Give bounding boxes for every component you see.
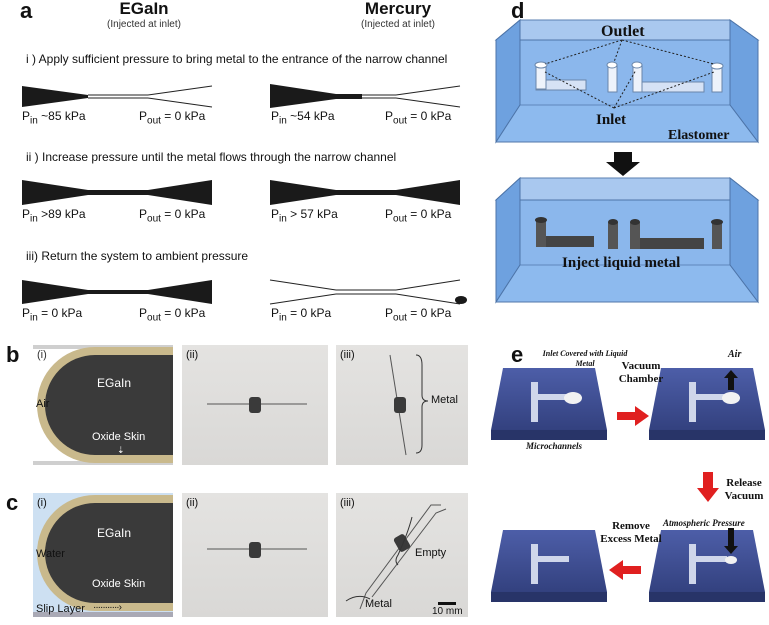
microchannels-label: Microchannels: [526, 441, 583, 451]
b-iii-label: (iii): [340, 349, 355, 361]
panel-b-letter: b: [6, 342, 20, 367]
mercury-column-title: Mercury: [364, 0, 432, 18]
panel-e-letter: e: [511, 342, 524, 367]
mercury-column-subtitle: (Injected at inlet): [361, 19, 435, 30]
air-label: Air: [36, 398, 50, 410]
scale-bar-label: 10 mm: [432, 606, 463, 617]
remove-excess-metal-label: Remove Excess Metal: [600, 520, 662, 545]
block-br: [649, 528, 765, 602]
egain-column-subtitle: (Injected at inlet): [107, 19, 181, 30]
channel-diagrams: [22, 84, 467, 305]
slip-layer-label: Slip Layer: [36, 603, 85, 615]
e-air-label: Air: [728, 349, 742, 360]
vacuum-chamber-label: Vacuum Chamber: [618, 360, 664, 385]
arrow-down-icon: [697, 472, 719, 502]
egain-step3-channel: [22, 280, 212, 304]
release-vacuum-label: Release Vacuum: [724, 477, 764, 502]
egain-step2-channel: [22, 180, 212, 205]
water-label: Water: [36, 548, 65, 560]
b-schematic: [33, 345, 173, 465]
step-2-text: ii ) Increase pressure until the metal f…: [26, 150, 397, 164]
step-3-text: iii) Return the system to ambient pressu…: [26, 249, 249, 263]
b-photo-iii: [336, 345, 468, 465]
vacuum-filling-illustration: [491, 368, 765, 602]
egain-p-in-2: Pin >89 kPa: [22, 207, 86, 225]
elastomer-block-bottom: [494, 176, 760, 304]
mercury-p-out-3: Pout = 0 kPa: [385, 306, 452, 324]
egain-p-out-3: Pout = 0 kPa: [139, 306, 206, 324]
panel-d-letter: d: [511, 0, 525, 23]
inlet-covered-label: Inlet Covered with Liquid Metal: [542, 349, 628, 368]
egain-p-out-1: Pout = 0 kPa: [139, 109, 206, 127]
panel-c-letter: c: [6, 490, 19, 515]
c-i-label: (i): [37, 497, 47, 509]
mercury-p-in-3: Pin = 0 kPa: [271, 306, 332, 324]
mercury-p-out-2: Pout = 0 kPa: [385, 207, 452, 225]
mercury-p-out-1: Pout = 0 kPa: [385, 109, 452, 127]
c-egain-label: EGaIn: [97, 526, 132, 540]
egain-column-title: EGaIn: [119, 0, 169, 18]
mercury-step1-channel: [270, 84, 461, 108]
block-tr: [649, 368, 765, 440]
block-bl: [491, 530, 607, 602]
block-tl: [491, 368, 607, 440]
egain-p-out-2: Pout = 0 kPa: [139, 207, 206, 225]
c-metal-label: Metal: [365, 598, 392, 610]
b-egain-label: EGaIn: [97, 376, 132, 390]
slip-layer-arrow: ···········›: [93, 602, 122, 613]
mercury-step2-channel: [270, 180, 460, 205]
mercury-p-in-1: Pin ~54 kPa: [271, 109, 335, 127]
step-1-text: i ) Apply sufficient pressure to bring m…: [26, 52, 448, 66]
egain-p-in-3: Pin = 0 kPa: [22, 306, 83, 324]
c-photo-iii: [336, 493, 468, 617]
arrow-right-1-icon: [617, 406, 649, 426]
panel-a-letter: a: [20, 0, 33, 23]
air-arrow-icon: [724, 370, 738, 390]
mercury-p-in-2: Pin > 57 kPa: [271, 207, 338, 225]
b-i-label: (i): [37, 349, 47, 361]
c-oxide-label: Oxide Skin: [92, 578, 146, 590]
elastomer-label: Elastomer: [668, 128, 730, 143]
b-ii-label: (ii): [186, 349, 199, 361]
inject-liquid-metal-label: Inject liquid metal: [562, 255, 681, 271]
c-ii-label: (ii): [186, 497, 199, 509]
egain-p-in-1: Pin ~85 kPa: [22, 109, 86, 127]
b-photo-ii: [182, 345, 328, 465]
c-photo-ii: [182, 493, 328, 617]
b-oxide-arrow: ⇣: [117, 445, 125, 455]
c-empty-label: Empty: [415, 547, 447, 559]
mold-illustration: [494, 18, 760, 304]
down-arrow-icon: [606, 152, 640, 176]
outlet-label: Outlet: [601, 23, 645, 40]
c-iii-label: (iii): [340, 497, 355, 509]
elastomer-block-top: [494, 18, 760, 144]
arrow-left-icon: [609, 560, 641, 580]
egain-step1-channel: [22, 85, 213, 108]
b-metal-label: Metal: [431, 394, 458, 406]
mercury-step3-channel: [269, 279, 467, 305]
c-schematic: [33, 493, 173, 617]
inlet-label: Inlet: [596, 112, 626, 128]
b-oxide-label: Oxide Skin: [92, 431, 146, 443]
atmospheric-pressure-label: Atmospheric Pressure: [663, 518, 745, 528]
pressure-arrow-icon: [724, 528, 738, 554]
